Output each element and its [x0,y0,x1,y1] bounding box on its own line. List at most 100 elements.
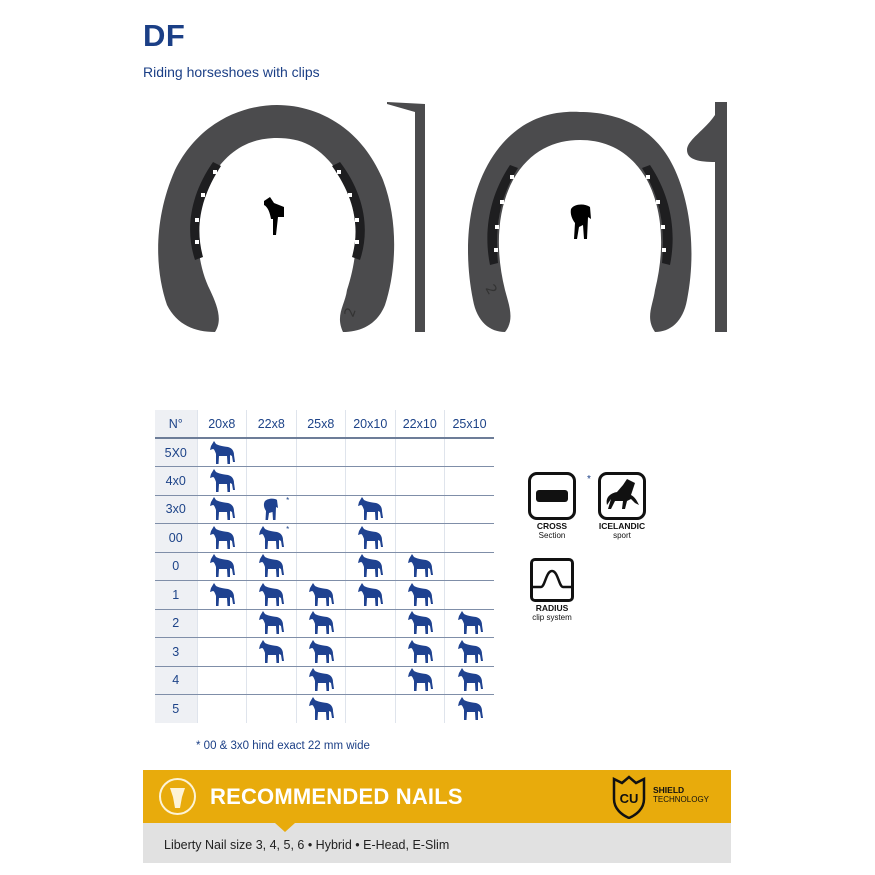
feature-title: RADIUS [535,603,569,613]
horse-availability-icon [208,553,236,579]
table-cell [395,466,445,496]
feature-title: ICELANDIC [598,521,646,531]
horse-availability-icon [456,667,484,693]
horse-availability-icon [406,667,434,693]
table-cell [345,495,396,524]
horse-availability-icon [208,440,236,466]
feature-cross-section: CROSS Section [522,472,582,540]
badge-line-2: TECHNOLOGY [653,795,710,804]
nails-description-panel: Liberty Nail size 3, 4, 5, 6 • Hybrid • … [143,823,731,863]
table-cell [345,637,396,667]
horse-availability-icon [456,639,484,665]
front-horseshoe-image: 2 [158,105,395,332]
hind-horse-icon [570,204,591,239]
icelandic-horse-icon [598,472,646,520]
page-subtitle: Riding horseshoes with clips [143,64,320,80]
table-cell [197,580,247,610]
table-cell [444,552,494,581]
horse-availability-icon [257,582,285,608]
table-cell [395,495,445,524]
table-cell [197,609,247,638]
horse-availability-icon [257,553,285,579]
table-cell [296,666,346,695]
table-cell [395,637,445,667]
table-cell [296,694,346,723]
row-size-label: 5X0 [155,438,198,467]
table-cell [296,609,346,638]
table-cell [197,666,247,695]
table-cell [197,552,247,581]
row-size-label: 4x0 [155,466,198,496]
column-header: 25x8 [296,410,346,439]
table-cell [197,466,247,496]
table-cell [296,495,346,524]
shield-icon: CU [612,775,646,819]
column-header: 20x8 [197,410,247,439]
table-cell [197,637,247,667]
table-cell [444,466,494,496]
row-size-label: 4 [155,666,198,695]
table-cell [345,523,396,553]
horse-availability-icon [208,582,236,608]
table-cell [395,552,445,581]
column-header: 22x8 [246,410,297,439]
row-size-label: 3x0 [155,495,198,524]
table-cell: * [246,495,297,524]
feature-title: CROSS [536,521,568,531]
table-row: 5X0 [155,438,494,467]
radius-clip-icon [530,558,574,602]
table-cell [444,637,494,667]
feature-icelandic-sport: ICELANDIC sport [592,472,652,540]
table-cell [296,466,346,496]
table-cell [296,552,346,581]
feature-sub: Section [538,531,566,540]
horse-availability-icon [406,582,434,608]
table-row: 00* [155,523,494,553]
table-row: 4 [155,666,494,695]
table-header-row: N° 20x8 22x8 25x8 20x10 22x10 25x10 [155,410,494,439]
horse-availability-icon [307,610,335,636]
horse-availability-icon [356,525,384,551]
badge-line-1: SHIELD [653,785,685,795]
table-cell [197,495,247,524]
horse-availability-icon [307,667,335,693]
horse-availability-icon [406,610,434,636]
horse-availability-icon [208,525,236,551]
table-cell [246,552,297,581]
table-cell [345,666,396,695]
table-cell [345,609,396,638]
row-size-label: 2 [155,609,198,638]
asterisk-mark: * [286,496,290,506]
table-cell [296,438,346,467]
horse-availability-icon [356,496,384,522]
table-cell [246,666,297,695]
horse-availability-icon [208,496,236,522]
horse-availability-icon [307,582,335,608]
table-cell [246,637,297,667]
table-cell [246,466,297,496]
table-cell [345,466,396,496]
table-cell [444,666,494,695]
table-footnote: * 00 & 3x0 hind exact 22 mm wide [196,740,370,752]
feature-asterisk: * [587,474,591,485]
table-cell [197,523,247,553]
table-cell [395,609,445,638]
table-cell [395,694,445,723]
horse-availability-icon [307,639,335,665]
horse-availability-icon: * [257,525,289,551]
hind-horseshoe-image: 2 [468,111,692,332]
table-cell [444,438,494,467]
page-title: DF [143,18,186,53]
cross-section-icon [528,472,576,520]
table-row: 2 [155,609,494,638]
horse-availability-icon [456,610,484,636]
asterisk-mark: * [286,524,290,534]
table-cell [395,666,445,695]
table-cell [395,438,445,467]
table-row: 4x0 [155,466,494,496]
table-cell [197,438,247,467]
horse-availability-icon [356,553,384,579]
horse-availability-icon [406,553,434,579]
horse-availability-icon [356,582,384,608]
recommended-nails-heading: RECOMMENDED NAILS [210,784,463,809]
